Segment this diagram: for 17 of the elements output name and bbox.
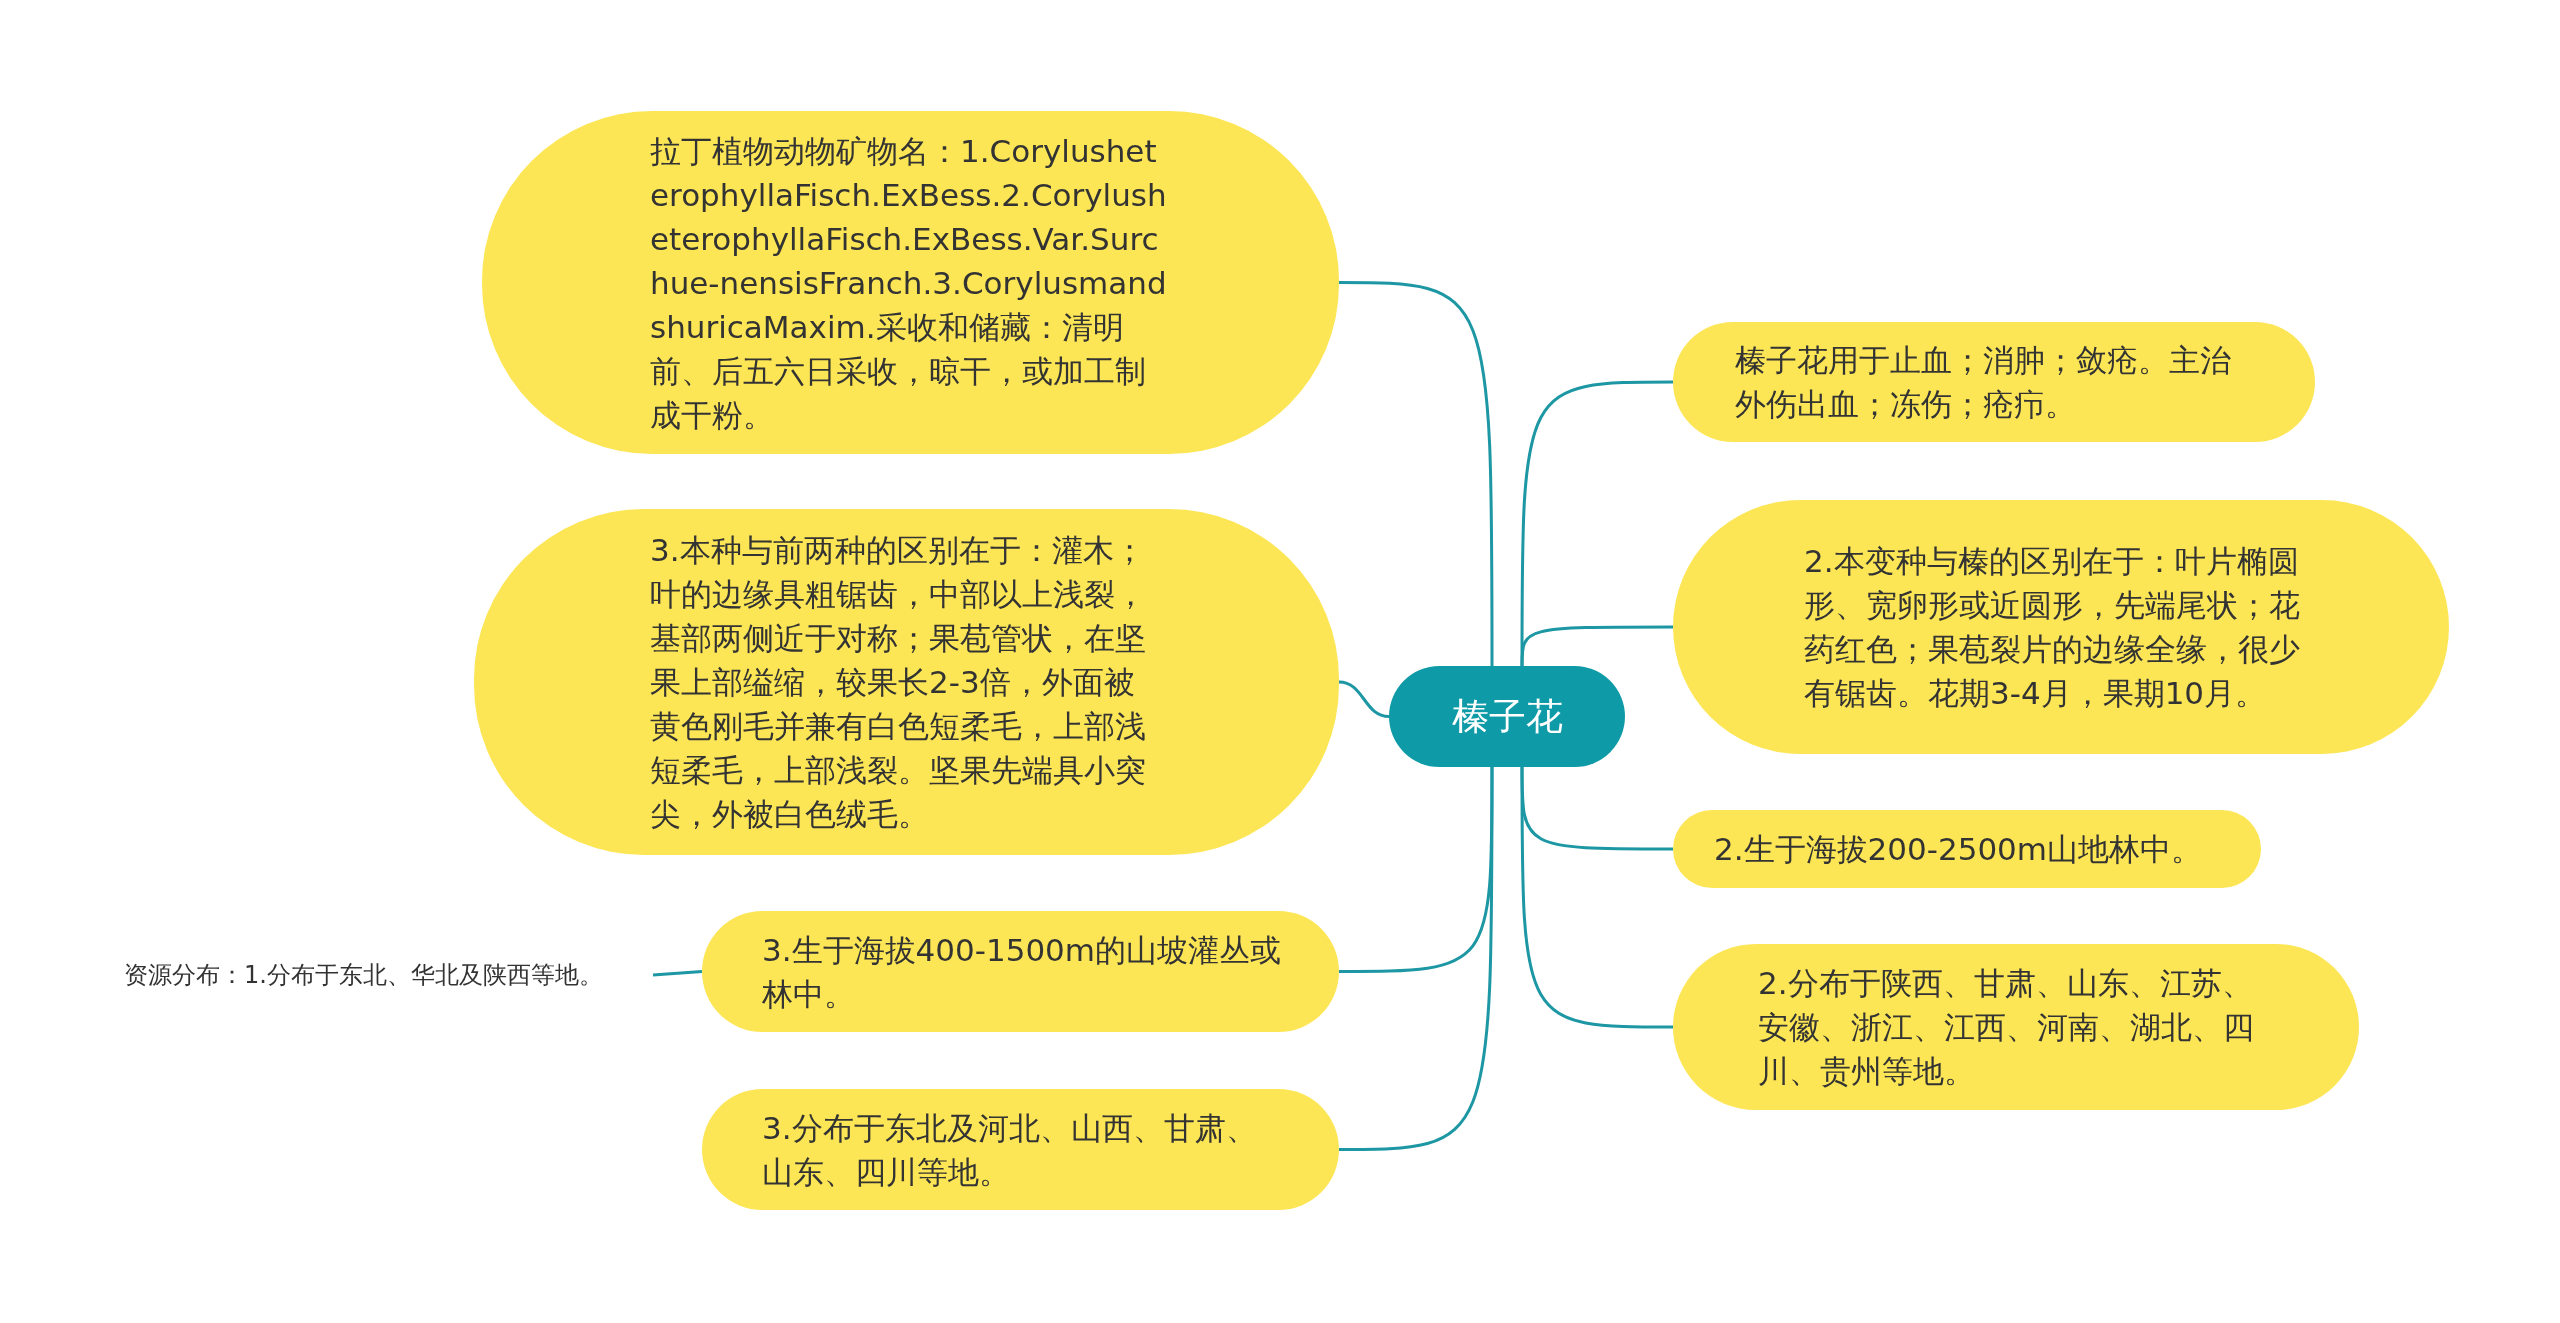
- connector: [652, 970, 703, 977]
- topic-text: 2.生于海拔200-2500m山地林中。: [1714, 830, 2204, 869]
- topic-text: 2.分布于陕西、甘肃、山东、江苏、安徽、浙江、江西、河南、湖北、四川、贵州等地。: [1758, 964, 2255, 1091]
- connector: [1339, 767, 1494, 1151]
- connector: [1520, 380, 1673, 666]
- connector: [1338, 680, 1390, 718]
- topic-label: 资源分布：1.分布于东北、华北及陕西等地。: [124, 955, 639, 995]
- topic-text: 2.本变种与榛的区别在于：叶片椭圆形、宽卵形或近圆形，先端尾状；花药红色；果苞裂片的边缘全缘，很少有锯齿。花期3-4月，果期10月。: [1804, 542, 2301, 713]
- topic-text: 3.生于海拔400-1500m的山坡灌丛或林中。: [762, 930, 1283, 1014]
- central-topic-text: 榛子花: [1451, 694, 1563, 739]
- topic-text: 3.本种与前两种的区别在于：灌木；叶的边缘具粗锯齿，中部以上浅裂，基部两侧近于对称；果苞管状，在坚果上部缢缩，较果长2-3倍，外面被黄色刚毛并兼有白色短柔毛，上部浅短柔毛，上部浅裂。坚果先端具小突尖，外被白色绒毛。: [650, 531, 1147, 834]
- connector: [1520, 625, 1673, 666]
- connector: [1520, 767, 1673, 1029]
- topic-text: 榛子花用于止血；消肿；敛疮。主治外伤出血；冻伤；疮疖。: [1735, 341, 2232, 424]
- connector: [1339, 281, 1494, 666]
- topic-text: 3.分布于东北及河北、山西、甘肃、山东、四川等地。: [762, 1108, 1258, 1192]
- topic-text: 拉丁植物动物矿物名：1.CorylusheterophyllaFisch.ExBess.2.CorylusheterophyllaFisch.ExBess.Var.Surchue-nensisFranch.3.CorylusmandshuricaMaxim.采收和储藏：清明前、后五六日采收，晾干，或加工制成干粉。: [650, 131, 1168, 435]
